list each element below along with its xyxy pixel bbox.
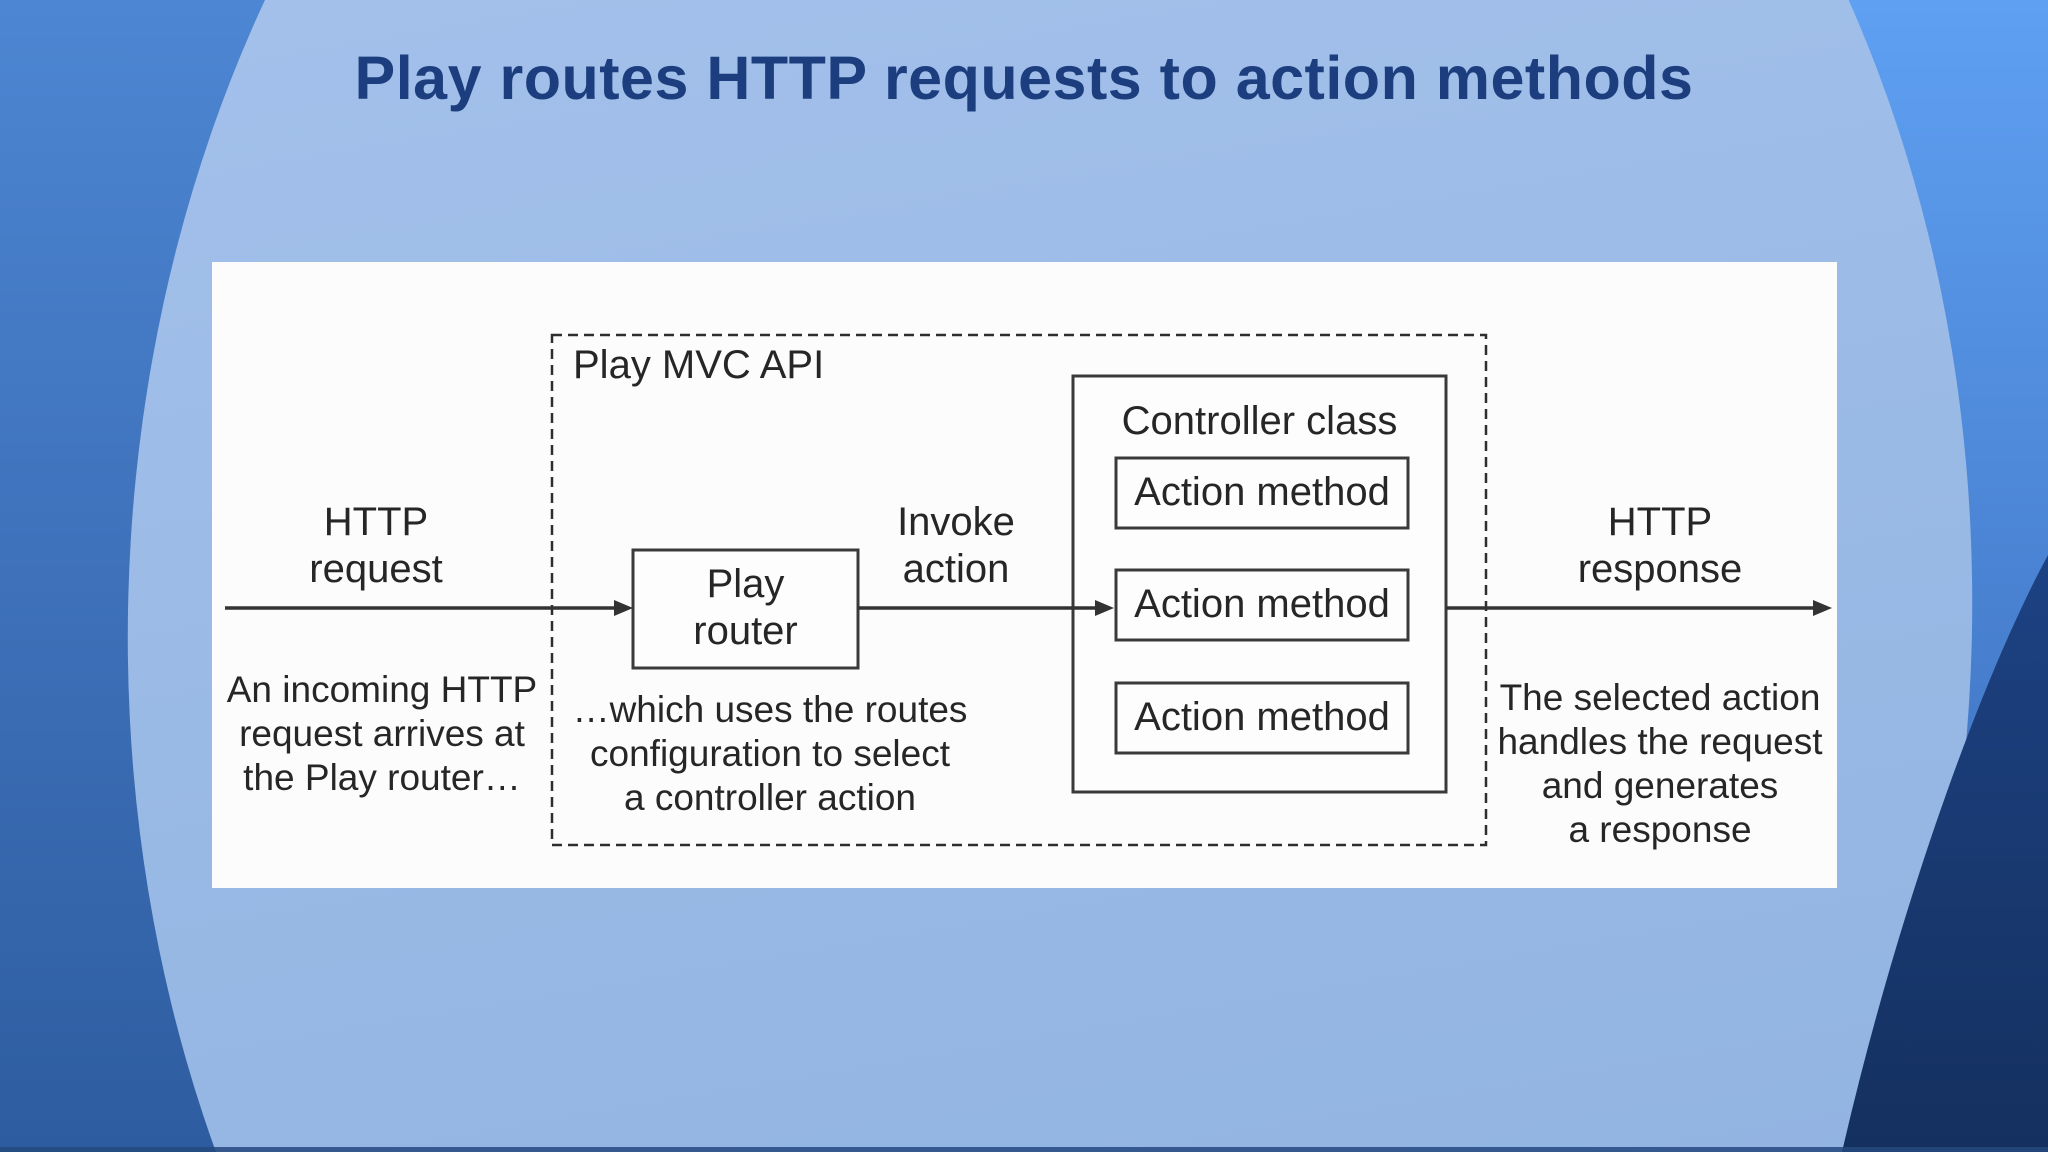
play-mvc-api-label: Play MVC API bbox=[573, 343, 825, 387]
http-response-label: HTTP response bbox=[1577, 500, 1743, 591]
caption-selected-action: The selected action handles the request … bbox=[1497, 677, 1823, 850]
action-method-label: Action method bbox=[1134, 695, 1390, 739]
action-method-box bbox=[1114, 681, 1410, 755]
bottom-right-wedge-shape bbox=[1842, 555, 2048, 1152]
diagram-shapes bbox=[225, 333, 1832, 847]
arrow-http-request bbox=[225, 600, 633, 616]
controller-class-label: Controller class bbox=[1121, 399, 1398, 443]
play-mvc-api-region bbox=[550, 333, 1488, 847]
action-method-box bbox=[1114, 456, 1410, 530]
http-request-label: HTTP request bbox=[309, 500, 443, 591]
bottom-edge-strip bbox=[0, 1147, 2048, 1152]
action-method-label: Action method bbox=[1134, 470, 1390, 514]
caption-routes-configuration: …which uses the routes configuration to … bbox=[572, 689, 968, 818]
caption-incoming-request: An incoming HTTP request arrives at the … bbox=[226, 669, 538, 798]
invoke-action-label: Invoke action bbox=[897, 500, 1015, 591]
play-router-label: Play router bbox=[693, 562, 798, 653]
arrow-invoke-action bbox=[858, 600, 1114, 616]
action-method-box bbox=[1114, 568, 1410, 642]
slide-title: Play routes HTTP requests to action meth… bbox=[354, 44, 1694, 112]
action-method-label: Action method bbox=[1134, 582, 1390, 626]
diagram-panel: Play MVC API HTTP request Invoke action … bbox=[212, 262, 1837, 888]
arrow-http-response bbox=[1446, 600, 1832, 616]
